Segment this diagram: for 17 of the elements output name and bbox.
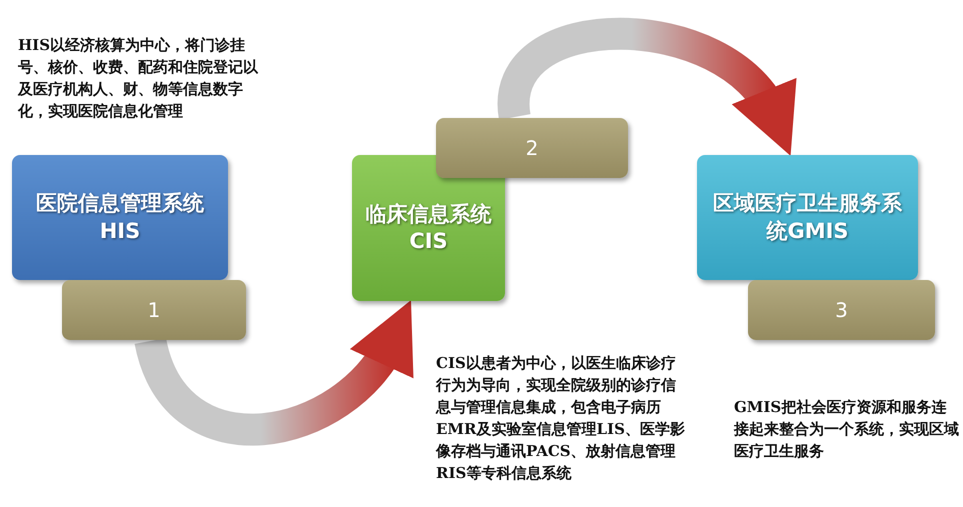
description-text: CIS以患者为中心，以医生临床诊疗行为为导向，实现全院级别的诊疗信息与管理信息集成，包含电子病历EMR及实验室信息管理LIS、医学影像存档与通讯PACS、放射信息管理RIS等专科信息系统 — [436, 353, 686, 484]
step-number: 3 — [835, 298, 848, 322]
number-tab — [62, 280, 246, 340]
curved-arrow — [498, 18, 796, 154]
number-tab — [748, 280, 935, 340]
description-text: HIS以经济核算为中心，将门诊挂号、核价、收费、配药和住院登记以及医疗机构人、财、物等信息数字化，实现医院信息化管理 — [18, 35, 260, 122]
system-box — [12, 155, 228, 280]
description-text: GMIS把社会医疗资源和服务连接起来整合为一个系统，实现区域医疗卫生服务 — [734, 397, 959, 462]
system-name: 临床信息系统 CIS — [364, 200, 492, 255]
system-box — [352, 155, 505, 301]
number-tab — [436, 118, 628, 178]
system-name: 区域医疗卫生服务系统GMIS — [712, 190, 903, 244]
system-box — [697, 155, 918, 280]
step-number: 2 — [526, 136, 538, 160]
system-name: 医院信息管理系统 HIS — [35, 190, 205, 244]
curved-arrow — [135, 302, 415, 446]
step-number: 1 — [148, 298, 160, 322]
